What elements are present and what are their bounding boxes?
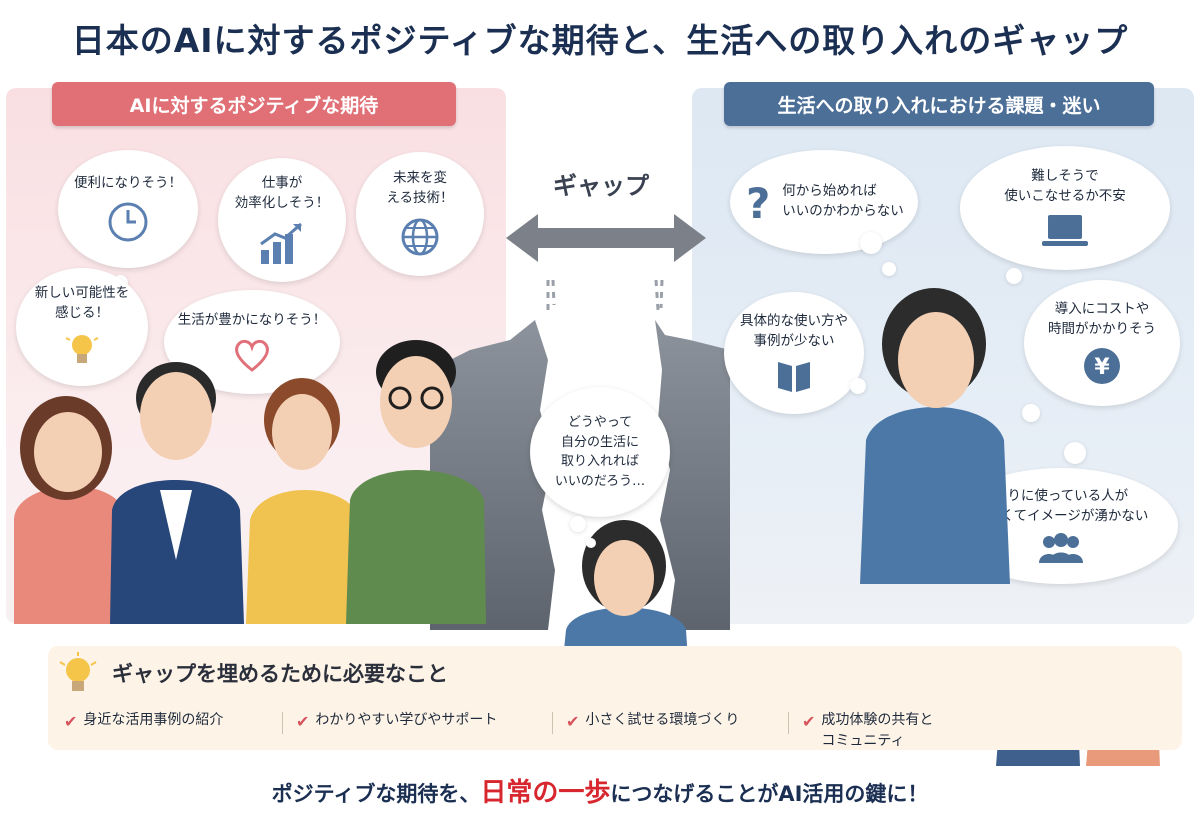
challenges-banner: 生活への取り入れにおける課題・迷い	[724, 82, 1154, 126]
thought-bubble-where-to-start: ? 何から始めれば いいのかわからない	[730, 150, 918, 254]
solutions-heading: ギャップを埋めるために必要なこと	[112, 662, 448, 686]
divider	[788, 712, 789, 734]
lightbulb-icon	[59, 652, 97, 691]
bubble-tail	[1006, 268, 1022, 284]
thought-bubble-future: 未来を変 える技術！	[356, 152, 484, 276]
center-thought-bubble: どうやって 自分の生活に 取り入れれば いいのだろう…	[530, 387, 670, 517]
gap-label: ギャップ	[553, 172, 649, 200]
solution-text: 成功体験の共有と コミュニティ	[821, 712, 934, 749]
globe-icon	[401, 218, 439, 256]
yen-icon: ¥	[1084, 347, 1120, 384]
question-icon: ?	[746, 180, 770, 224]
thought-bubble-difficult: 難しそうで 使いこなせるか不安	[960, 146, 1170, 270]
solution-item: ✔ 成功体験の共有と コミュニティ	[802, 710, 933, 752]
thought-text: 仕事が 効率化しそう！	[234, 175, 330, 211]
thought-bubble-few-examples: 具体的な使い方や 事例が少ない	[724, 292, 864, 414]
divider	[552, 712, 553, 734]
thought-bubble-convenient: 便利になりそう！	[58, 150, 198, 268]
thought-text: 何から始めれば いいのかわからない	[782, 183, 904, 219]
solution-text: わかりやすい学びやサポート	[315, 712, 498, 728]
bubble-tail	[860, 232, 882, 254]
bubble-tail	[850, 378, 866, 394]
thought-text: 未来を変 える技術！	[386, 170, 454, 206]
checkmark-icon: ✔	[64, 712, 78, 731]
page-title: 日本のAIに対するポジティブな期待と、生活への取り入れのギャップ	[71, 21, 1129, 60]
thought-bubble-efficiency: 仕事が 効率化しそう！	[218, 158, 346, 282]
svg-text:?: ?	[746, 180, 770, 224]
checkmark-icon: ✔	[802, 712, 816, 731]
footer-emphasis: 日常の一歩	[480, 778, 611, 808]
book-icon	[778, 361, 810, 392]
expectations-banner: AIに対するポジティブな期待	[52, 82, 456, 126]
solution-text: 身近な活用事例の紹介	[83, 712, 224, 728]
thought-text: 具体的な使い方や 事例が少ない	[740, 313, 848, 349]
thought-bubble-no-peers: 周りに使っている人が 少なくてイメージが湧かない	[944, 468, 1178, 584]
thought-bubble-cost: 導入にコストや 時間がかかりそう ¥	[1024, 280, 1180, 406]
thought-text: 新しい可能性を 感じる！	[34, 285, 130, 321]
solution-item: ✔ 小さく試せる環境づくり	[566, 710, 739, 734]
footer-post: につなげることがAI活用の鍵に！	[610, 782, 929, 806]
solutions-box	[48, 646, 1182, 750]
checkmark-icon: ✔	[296, 712, 310, 731]
divider	[282, 712, 283, 734]
thought-text: 生活が豊かになりそう！	[177, 312, 327, 329]
footer-pre: ポジティブな期待を、	[271, 782, 481, 806]
bubble-tail	[586, 538, 596, 548]
bubble-tail	[1022, 404, 1040, 422]
solution-item: ✔ わかりやすい学びやサポート	[296, 710, 497, 734]
thought-text: どうやって 自分の生活に 取り入れれば いいのだろう…	[554, 415, 646, 489]
bubble-tail	[570, 516, 586, 532]
clock-icon	[108, 202, 148, 242]
double-arrow-icon	[506, 214, 706, 262]
footer-message: ポジティブな期待を、日常の一歩につなげることがAI活用の鍵に！	[0, 772, 1200, 809]
thought-text: 導入にコストや 時間がかかりそう	[1048, 301, 1156, 337]
solution-item: ✔ 身近な活用事例の紹介	[64, 710, 223, 734]
thought-bubble-enrich: 生活が豊かになりそう！	[164, 290, 340, 394]
thought-bubble-possibility: 新しい可能性を 感じる！	[16, 268, 148, 386]
growth-chart-icon	[260, 222, 302, 264]
people-icon	[1039, 532, 1083, 563]
laptop-icon	[1042, 214, 1088, 246]
lightbulb-icon	[65, 334, 99, 363]
bubble-tail	[882, 262, 896, 276]
heart-icon	[235, 339, 269, 372]
thought-text: 周りに使っている人が 少なくてイメージが湧かない	[973, 488, 1149, 524]
solution-text: 小さく試せる環境づくり	[585, 712, 740, 728]
checkmark-icon: ✔	[566, 712, 580, 731]
thought-text: 難しそうで 使いこなせるか不安	[1004, 168, 1126, 204]
thought-text: 便利になりそう！	[74, 175, 182, 192]
svg-text:¥: ¥	[1094, 355, 1110, 380]
bubble-tail	[1064, 442, 1086, 464]
